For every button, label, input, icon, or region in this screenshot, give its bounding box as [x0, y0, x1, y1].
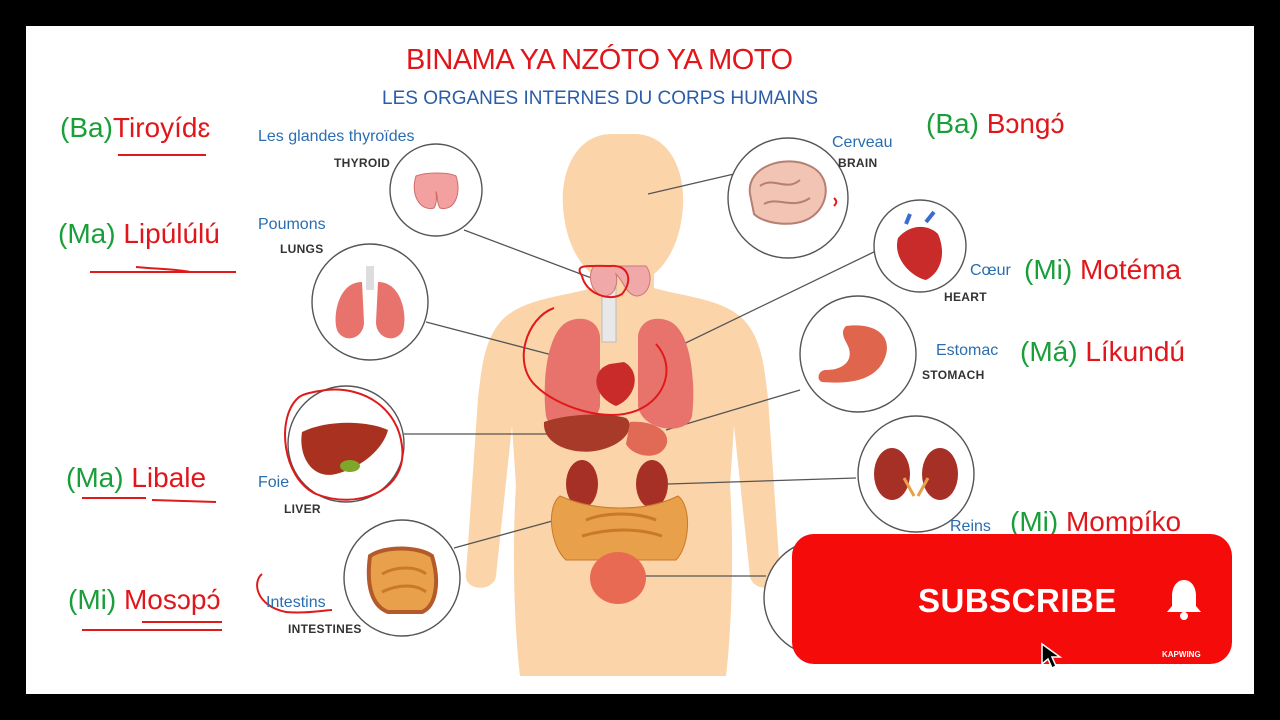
heart-icon [896, 210, 942, 280]
kidneys-lingala-label: (Mi) Mompíko [1010, 506, 1182, 537]
page-title: BINAMA YA NZÓTO YA MOTO [406, 44, 793, 76]
brain-icon [748, 160, 827, 225]
kidneys-fr-label: Reins [950, 518, 991, 535]
stomach-lingala-label: (Má) Líkundú [1020, 336, 1185, 367]
liver-fr-label: Foie [258, 474, 290, 491]
heart-en-label: HEART [944, 290, 987, 304]
heart-fr-label: Cœur [970, 262, 1011, 279]
brain-fr-label: Cerveau [832, 134, 893, 151]
lungs-lingala-label: (Ma) Lipúlúlú [58, 218, 220, 249]
cursor-icon [1041, 642, 1063, 670]
stomach-en-label: STOMACH [922, 368, 985, 382]
kidneys-circle [857, 415, 975, 533]
liver-lingala-label: (Ma) Libale [66, 462, 207, 493]
bell-icon[interactable] [1164, 576, 1204, 622]
thyroid-en-label: THYROID [334, 156, 391, 170]
kapwing-watermark: KAPWING [1162, 650, 1201, 659]
diagram-canvas: BINAMA YA NZÓTO YA MOTO LES ORGANES INTE… [26, 26, 1254, 694]
organ-illustration [82, 134, 975, 676]
intestines-lingala-label: (Mi) Mosɔpɔ́ [68, 584, 221, 615]
brain-en-label: BRAIN [838, 156, 878, 170]
thyroid-icon [413, 172, 459, 210]
thyroid-lingala-label: (Ba)Tiroyídɛ [60, 112, 211, 143]
kidneys-icon [874, 448, 958, 500]
lungs-circle [311, 243, 429, 361]
stomach-icon [818, 325, 887, 383]
intestines-icon [366, 546, 439, 614]
lungs-icon [335, 266, 405, 339]
intestines-en-label: INTESTINES [288, 622, 362, 636]
brain-lingala-label: (Ba) Bɔngɔ́ [926, 108, 1065, 139]
hand-annotations [82, 154, 838, 631]
subscribe-button[interactable]: SUBSCRIBE KAPWING [792, 534, 1232, 670]
stomach-fr-label: Estomac [936, 342, 999, 359]
lungs-fr-label: Poumons [258, 216, 326, 233]
page-subtitle: LES ORGANES INTERNES DU CORPS HUMAINS [382, 88, 819, 109]
liver-en-label: LIVER [284, 502, 321, 516]
heart-lingala-label: (Mi) Motéma [1024, 254, 1182, 285]
intestines-fr-label: Intestins [266, 594, 326, 611]
lungs-en-label: LUNGS [280, 242, 324, 256]
liver-icon [301, 422, 388, 475]
thyroid-fr-label: Les glandes thyroïdes [258, 128, 415, 145]
body-silhouette [465, 134, 781, 676]
subscribe-label: SUBSCRIBE [918, 582, 1117, 619]
